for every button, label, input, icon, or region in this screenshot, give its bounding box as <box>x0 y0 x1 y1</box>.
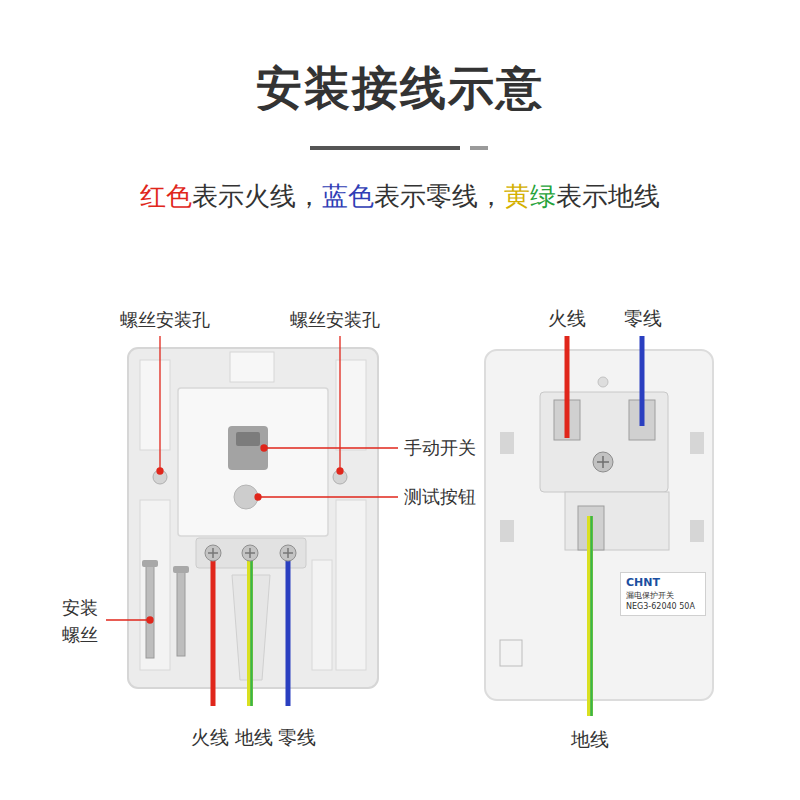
plate-text: 漏电保护开关 <box>626 591 700 602</box>
legend-text: 黄 <box>504 180 530 214</box>
earth-stripe <box>250 553 253 706</box>
top-hole <box>598 377 608 387</box>
screw-cross <box>597 456 609 468</box>
legend-text: 绿 <box>530 180 556 214</box>
leader-line <box>159 336 160 470</box>
screw <box>177 572 185 656</box>
leader-lines <box>106 336 398 623</box>
device-front <box>485 350 713 700</box>
leader-line <box>264 447 398 448</box>
leader-dot <box>337 468 343 474</box>
wire-label: 零线 <box>624 307 662 330</box>
screw <box>146 566 154 658</box>
install-screws <box>142 560 189 658</box>
callout-label: 测试按钮 <box>404 486 476 508</box>
earth-wire <box>587 516 593 716</box>
legend-text: 红色 <box>140 180 192 214</box>
title-holder: 安装接线示意 <box>0 58 800 120</box>
front-plate <box>485 350 713 700</box>
wire-label: 火线 <box>548 307 586 330</box>
lever <box>228 426 268 470</box>
center-screw <box>593 452 613 472</box>
side-slot <box>500 520 514 542</box>
brand-logo: CHNT <box>626 576 700 591</box>
live-wire <box>565 336 570 438</box>
leader-dot <box>261 445 267 451</box>
earth-stripe <box>590 516 593 716</box>
screw-cross <box>208 548 293 558</box>
legend-text: 蓝色 <box>322 180 374 214</box>
rib <box>140 500 170 670</box>
wire-label: 地线 <box>571 728 609 751</box>
left-wires <box>205 545 296 706</box>
legend-text: 表示零线， <box>374 180 504 214</box>
side-slot <box>500 432 514 454</box>
screw-head <box>173 566 189 573</box>
screw-head <box>142 560 158 567</box>
side-slot <box>690 432 704 454</box>
socket-block <box>540 392 668 492</box>
neutral-wire <box>286 553 291 706</box>
rib <box>336 500 366 670</box>
legend-text: 表示地线 <box>556 180 660 214</box>
wire-label: 火线 <box>191 726 229 749</box>
leader-line <box>258 496 398 497</box>
label-plate: CHNT漏电保护开关NEG3-62040 50A <box>620 572 706 616</box>
title-bar <box>310 146 460 150</box>
leader-line <box>339 336 340 470</box>
neutral-wire <box>640 336 645 426</box>
leader-dot <box>147 617 153 623</box>
legend-text: 表示火线， <box>192 180 322 214</box>
earth-wire <box>247 553 253 706</box>
callout-label: 螺丝安装孔 <box>120 309 210 331</box>
lever-slot <box>236 432 260 446</box>
callout-label: 安装 螺丝 <box>59 594 100 648</box>
socket-block <box>565 492 669 550</box>
side-slot <box>690 520 704 542</box>
callout-label: 螺丝安装孔 <box>290 309 380 331</box>
callout-label: 手动开关 <box>404 437 476 459</box>
right-wires <box>567 336 642 716</box>
wire-label: 地线 <box>235 726 273 749</box>
rib <box>312 560 332 670</box>
leader-dot <box>157 468 163 474</box>
leader-line <box>106 619 150 620</box>
leader-dot <box>255 494 261 500</box>
module <box>178 388 328 536</box>
mark <box>500 640 522 666</box>
legend-line: 红色表示火线，蓝色表示零线，黄绿表示地线 <box>0 180 800 214</box>
top-notch <box>230 352 274 382</box>
wire-label: 零线 <box>278 726 316 749</box>
title-text: 安装接线示意 <box>256 61 544 115</box>
rib <box>140 360 170 450</box>
plate-text: NEG3-62040 50A <box>626 602 700 613</box>
live-wire <box>211 553 216 706</box>
title-bar-dot <box>470 146 488 150</box>
